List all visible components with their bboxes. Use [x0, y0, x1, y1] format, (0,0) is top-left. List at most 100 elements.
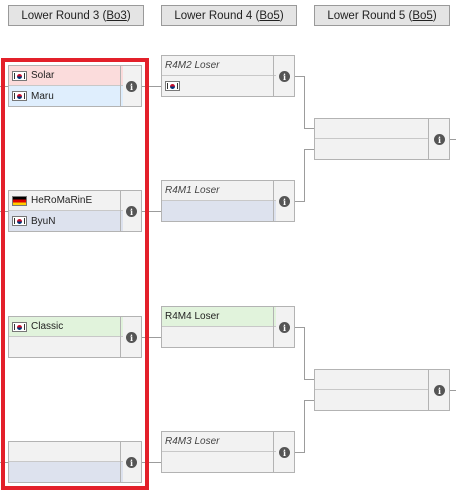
connector-line: [304, 327, 305, 379]
match-r4-m2[interactable]: R4M1 Loser i: [161, 180, 295, 222]
connector-line: [142, 211, 161, 212]
korea-flag-icon: [12, 216, 27, 226]
connector-line: [295, 76, 304, 77]
match-r4-m3[interactable]: R4M4 Loser i: [161, 306, 295, 348]
match-info-icon[interactable]: i: [126, 457, 137, 468]
match-slot-player[interactable]: Solar: [9, 66, 123, 86]
match-info-icon[interactable]: i: [279, 447, 290, 458]
match-slot-empty[interactable]: [315, 119, 429, 139]
match-slot-empty[interactable]: [315, 139, 429, 159]
best-of-abbr[interactable]: Bo5: [259, 9, 280, 22]
match-r5-m2[interactable]: i: [314, 369, 450, 411]
match-slot-placeholder[interactable]: R4M4 Loser: [162, 307, 276, 327]
selection-highlight: [1, 58, 149, 490]
placeholder-label: R4M3 Loser: [165, 436, 220, 447]
round-header-prefix: Lower Round 4 (: [174, 9, 260, 22]
divider: [273, 432, 274, 472]
match-slot-empty[interactable]: [315, 370, 429, 390]
placeholder-label: R4M1 Loser: [165, 185, 220, 196]
korea-flag-icon: [12, 321, 27, 332]
round-header-lower-5[interactable]: Lower Round 5 (Bo5): [314, 5, 450, 26]
divider: [120, 191, 121, 231]
connector-line: [142, 337, 161, 338]
connector-line: [142, 86, 161, 87]
round-header-suffix: ): [279, 9, 284, 22]
match-r4-m1[interactable]: R4M2 Loser i: [161, 55, 295, 97]
round-header-suffix: ): [432, 9, 437, 22]
match-slot-empty[interactable]: [162, 201, 276, 221]
match-info-icon[interactable]: i: [279, 322, 290, 333]
match-slot-empty[interactable]: [9, 337, 123, 357]
best-of-abbr[interactable]: Bo5: [412, 9, 433, 22]
match-info-icon[interactable]: i: [434, 134, 445, 145]
player-name: ByuN: [31, 215, 56, 227]
match-r3-m1[interactable]: Solar Maru i: [8, 65, 142, 107]
match-slot-empty[interactable]: [162, 452, 276, 472]
match-r3-m4[interactable]: i: [8, 441, 142, 483]
connector-line: [142, 462, 161, 463]
match-slot-player[interactable]: HeRoMaRinE: [9, 191, 123, 211]
match-r5-m1[interactable]: i: [314, 118, 450, 160]
divider: [120, 442, 121, 482]
round-header-lower-4[interactable]: Lower Round 4 (Bo5): [161, 5, 297, 26]
divider: [273, 307, 274, 347]
match-slot-placeholder[interactable]: R4M2 Loser: [162, 56, 276, 76]
player-name: HeRoMaRinE: [31, 195, 93, 206]
match-slot-player[interactable]: ByuN: [9, 211, 123, 231]
match-info-icon[interactable]: i: [434, 385, 445, 396]
round-header-suffix: ): [126, 9, 131, 22]
match-slot-empty[interactable]: [315, 390, 429, 410]
divider: [273, 56, 274, 96]
connector-line: [304, 149, 305, 202]
connector-line: [304, 379, 314, 380]
player-name: Maru: [31, 90, 54, 102]
best-of-abbr[interactable]: Bo3: [106, 9, 127, 22]
match-slot-empty[interactable]: [9, 442, 123, 462]
korea-flag-icon: [165, 81, 180, 91]
placeholder-label: R4M2 Loser: [165, 60, 220, 71]
match-info-icon[interactable]: i: [126, 206, 137, 217]
connector-line: [295, 201, 304, 202]
connector-line: [450, 139, 456, 140]
connector-line: [0, 211, 8, 212]
korea-flag-icon: [12, 91, 27, 101]
match-r3-m2[interactable]: HeRoMaRinE ByuN i: [8, 190, 142, 232]
round-header-prefix: Lower Round 5 (: [327, 9, 413, 22]
player-name: Solar: [31, 70, 55, 81]
match-slot-placeholder[interactable]: R4M1 Loser: [162, 181, 276, 201]
divider: [120, 317, 121, 357]
connector-line: [295, 452, 304, 453]
match-info-icon[interactable]: i: [126, 332, 137, 343]
match-info-icon[interactable]: i: [279, 196, 290, 207]
placeholder-label: R4M4 Loser: [165, 311, 220, 322]
match-slot-empty[interactable]: [9, 462, 123, 482]
connector-line: [0, 462, 8, 463]
round-header-lower-3[interactable]: Lower Round 3 (Bo3): [8, 5, 144, 26]
player-name: Classic: [31, 321, 64, 332]
connector-line: [450, 390, 456, 391]
match-slot-player[interactable]: Classic: [9, 317, 123, 337]
match-slot-placeholder[interactable]: R4M3 Loser: [162, 432, 276, 452]
connector-line: [304, 149, 314, 150]
match-info-icon[interactable]: i: [126, 81, 137, 92]
round-header-prefix: Lower Round 3 (: [21, 9, 107, 22]
connector-line: [295, 327, 304, 328]
divider: [120, 66, 121, 106]
connector-line: [304, 128, 314, 129]
korea-flag-icon: [12, 70, 27, 81]
divider: [428, 370, 429, 410]
match-r4-m4[interactable]: R4M3 Loser i: [161, 431, 295, 473]
connector-line: [304, 400, 305, 453]
match-slot-player[interactable]: [162, 76, 276, 96]
divider: [273, 181, 274, 221]
match-slot-player[interactable]: Maru: [9, 86, 123, 106]
divider: [428, 119, 429, 159]
match-info-icon[interactable]: i: [279, 71, 290, 82]
connector-line: [304, 400, 314, 401]
connector-line: [0, 86, 8, 87]
match-r3-m3[interactable]: Classic i: [8, 316, 142, 358]
connector-line: [304, 76, 305, 128]
match-slot-empty[interactable]: [162, 327, 276, 347]
germany-flag-icon: [12, 195, 27, 206]
